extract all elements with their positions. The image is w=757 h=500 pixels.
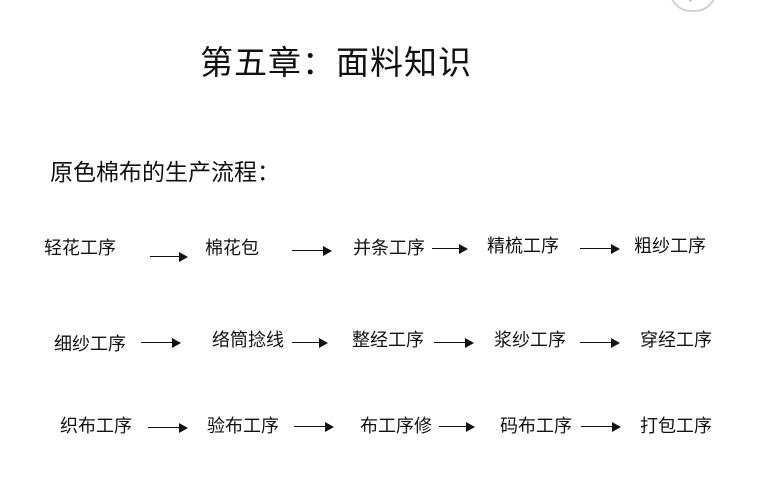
process-step: 验布工序 xyxy=(207,416,279,437)
page-title: 第五章：面料知识 xyxy=(200,43,472,82)
arrow-right-icon xyxy=(294,422,334,432)
arrow-right-icon xyxy=(581,422,621,432)
process-step: 轻花工序 xyxy=(44,238,116,259)
process-step: 整经工序 xyxy=(352,330,424,351)
process-step: 布工序修 xyxy=(360,416,432,437)
process-step: 并条工序 xyxy=(353,238,425,259)
arrow-right-icon xyxy=(432,244,468,254)
process-step: 码布工序 xyxy=(500,416,572,437)
process-step: 粗纱工序 xyxy=(634,236,706,257)
process-step: 精梳工序 xyxy=(487,236,559,257)
arrow-right-icon xyxy=(439,422,475,432)
arrow-right-icon xyxy=(148,423,188,433)
process-step: 织布工序 xyxy=(60,416,132,437)
arrow-right-icon xyxy=(580,244,620,254)
process-step: 浆纱工序 xyxy=(494,330,566,351)
logo-mark-icon xyxy=(669,0,717,12)
arrow-right-icon xyxy=(434,338,474,348)
arrow-right-icon xyxy=(141,338,181,348)
process-step: 穿经工序 xyxy=(640,330,712,351)
process-subtitle: 原色棉布的生产流程： xyxy=(50,160,280,186)
process-step: 打包工序 xyxy=(640,416,712,437)
process-step: 络筒捻线 xyxy=(212,330,284,351)
arrow-right-icon xyxy=(580,338,620,348)
arrow-right-icon xyxy=(150,252,188,262)
arrow-right-icon xyxy=(292,338,328,348)
process-step: 棉花包 xyxy=(205,238,259,259)
process-step: 细纱工序 xyxy=(54,334,126,355)
arrow-right-icon xyxy=(292,246,332,256)
